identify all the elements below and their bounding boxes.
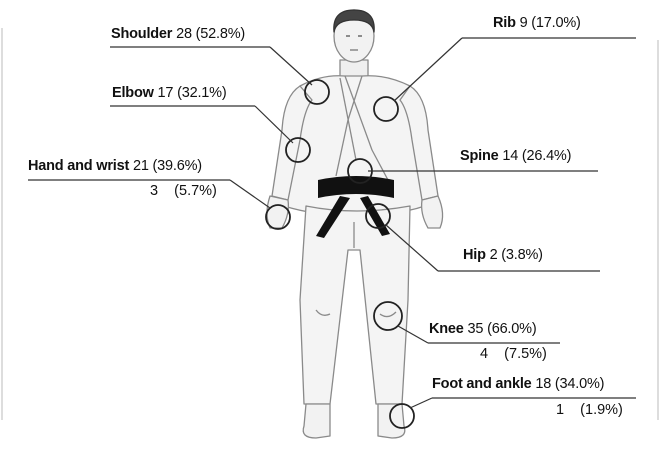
hand-wrist-extra: 3 (5.7%) [150,183,217,199]
foot-ankle-value: 18 (34.0%) [535,376,604,392]
hip-label: Hip 2 (3.8%) [463,247,543,263]
knee-extra: 4 (7.5%) [480,346,547,362]
foot-ankle-name: Foot and ankle [432,376,532,392]
spine-name: Spine [460,148,498,164]
spine-value: 14 (26.4%) [502,148,571,164]
foot-ankle-label: Foot and ankle 18 (34.0%) [432,376,604,392]
shoulder-name: Shoulder [111,26,172,42]
rib-value: 9 (17.0%) [520,15,581,31]
knee-label: Knee 35 (66.0%) [429,321,536,337]
hip-name: Hip [463,247,486,263]
elbow-name: Elbow [112,85,154,101]
spine-label: Spine 14 (26.4%) [460,148,571,164]
foot-ankle-extra: 1 (1.9%) [556,402,623,418]
hand-wrist-name: Hand and wrist [28,158,129,174]
elbow-value: 17 (32.1%) [158,85,227,101]
foot-leader [410,398,432,408]
shoulder-leader [270,47,312,85]
athlete-figure [267,10,443,438]
hip-value: 2 (3.8%) [490,247,543,263]
rib-label: Rib 9 (17.0%) [493,15,581,31]
rib-name: Rib [493,15,516,31]
hand-wrist-value: 21 (39.6%) [133,158,202,174]
elbow-label: Elbow 17 (32.1%) [112,85,226,101]
knee-value: 35 (66.0%) [468,321,537,337]
hand-wrist-label: Hand and wrist 21 (39.6%) [28,158,202,174]
rib-leader [394,38,462,101]
shoulder-label: Shoulder 28 (52.8%) [111,26,245,42]
knee-name: Knee [429,321,464,337]
shoulder-value: 28 (52.8%) [176,26,245,42]
hand-leader [230,180,270,208]
